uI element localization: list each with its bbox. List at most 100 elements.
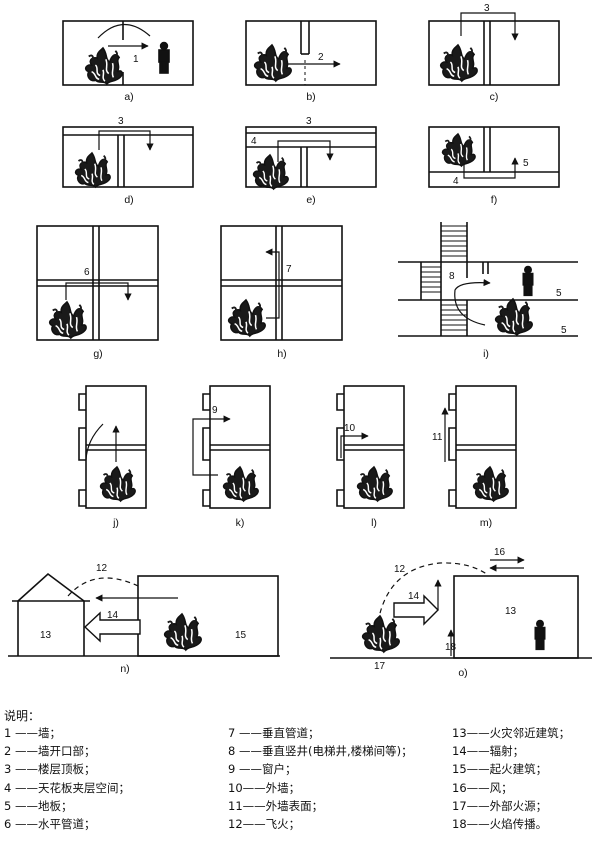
panel-h	[220, 225, 343, 341]
callout-3: 3	[118, 116, 124, 127]
legend-column-1: 1 ——墙； 2 ——墙开口部； 3 ——楼层顶板； 4 ——天花板夹层空间； …	[4, 724, 204, 833]
callout-12: 12	[394, 564, 406, 575]
panel-b	[245, 20, 377, 86]
callout-9: 9	[212, 405, 218, 416]
panel-label-h: h)	[277, 348, 286, 360]
callout-3: 3	[306, 116, 312, 127]
callout-13: 13	[505, 606, 517, 617]
panel-label-a: a)	[124, 91, 133, 103]
panel-a	[62, 20, 194, 86]
panel-m	[441, 385, 517, 509]
flame-icon	[252, 153, 290, 191]
flame-icon	[74, 151, 112, 189]
callout-14: 14	[408, 591, 420, 602]
legend-item: 11——外墙表面；	[228, 798, 324, 813]
callout-8: 8	[449, 271, 455, 282]
legend-item: 7 ——垂直管道；	[228, 726, 320, 740]
stair-icon	[441, 304, 467, 331]
legend-item: 12——飞火；	[228, 816, 301, 831]
callout-4: 4	[453, 176, 459, 187]
flame-icon	[48, 301, 88, 339]
panel-o	[330, 556, 592, 659]
callout-6: 6	[84, 267, 90, 278]
callout-15: 15	[235, 630, 247, 641]
legend-item: 17——外部火源；	[452, 798, 548, 813]
panel-label-j: j)	[112, 517, 119, 529]
person-icon	[522, 265, 534, 297]
legend-item: 9 ——窗户；	[228, 762, 297, 777]
person-icon	[534, 619, 546, 651]
panel-label-b: b)	[306, 91, 315, 103]
flame-icon	[253, 44, 293, 83]
legend-item: 15——起火建筑；	[452, 762, 548, 777]
legend-column-3: 13——火灾邻近建筑； 14——辐射； 15——起火建筑； 16——风； 17—…	[452, 724, 600, 833]
legend-item: 5 ——地板；	[4, 798, 73, 813]
callout-14: 14	[107, 610, 119, 621]
panel-c	[428, 12, 560, 86]
panel-g	[36, 225, 159, 341]
callout-5: 5	[523, 158, 529, 169]
panel-label-e: e)	[306, 194, 315, 206]
legend-item: 6 ——水平管道；	[4, 816, 96, 831]
callout-5: 5	[561, 325, 567, 336]
flame-icon	[163, 613, 203, 651]
callout-12: 12	[96, 563, 108, 574]
flame-icon	[441, 133, 476, 167]
callout-2: 2	[318, 52, 324, 63]
panel-label-o: o)	[458, 667, 467, 679]
panel-label-f: f)	[491, 194, 497, 206]
callout-18: 18	[445, 642, 457, 653]
callout-4: 4	[251, 136, 257, 147]
legend-item: 16——风；	[452, 780, 513, 795]
panel-label-l: l)	[371, 517, 377, 529]
flame-icon	[439, 44, 479, 83]
panel-f	[428, 126, 560, 188]
legend-item: 2 ——墙开口部；	[4, 744, 96, 759]
panel-label-m: m)	[480, 517, 492, 529]
legend-item: 3 ——楼层顶板；	[4, 762, 96, 777]
panel-label-d: d)	[124, 194, 133, 206]
panel-n	[8, 572, 280, 657]
panel-label-g: g)	[93, 348, 102, 360]
panel-j	[78, 385, 147, 509]
person-icon	[158, 41, 170, 74]
panel-l	[336, 385, 405, 509]
legend-item: 14——辐射；	[452, 744, 525, 759]
callout-1: 1	[133, 54, 139, 65]
legend-item: 4 ——天花板夹层空间；	[4, 780, 130, 795]
legend-column-2: 7 ——垂直管道； 8 ——垂直竖井(电梯井,楼梯间等)； 9 ——窗户； 10…	[228, 724, 428, 833]
panel-d	[62, 126, 194, 189]
panel-e	[245, 126, 377, 191]
flame-icon	[99, 465, 137, 503]
callout-17: 17	[374, 661, 386, 672]
legend-item: 8 ——垂直竖井(电梯井,楼梯间等)；	[228, 744, 413, 759]
legend-item: 13——火灾邻近建筑；	[452, 726, 571, 740]
flame-icon	[84, 47, 124, 86]
flame-icon	[227, 299, 267, 337]
legend-item: 18——火焰传播。	[452, 816, 548, 831]
stair-icon	[421, 266, 441, 293]
flame-icon	[472, 465, 510, 503]
callout-16: 16	[494, 547, 506, 558]
legend-title: 说明：	[4, 709, 41, 723]
flame-icon	[356, 465, 394, 503]
panel-k	[192, 385, 271, 509]
flame-icon	[361, 615, 401, 653]
panel-label-c: c)	[490, 91, 499, 103]
panel-label-i: i)	[483, 348, 489, 360]
callout-7: 7	[286, 264, 292, 275]
callout-5: 5	[556, 288, 562, 299]
panel-i	[398, 222, 578, 337]
legend-item: 10——外墙；	[228, 780, 301, 795]
stair-icon	[441, 225, 467, 257]
flame-icon	[494, 298, 534, 336]
flame-icon	[222, 465, 260, 503]
legend-item: 1 ——墙；	[4, 726, 61, 740]
callout-13: 13	[40, 630, 52, 641]
callout-11: 11	[432, 432, 443, 443]
callout-3: 3	[484, 3, 490, 14]
panel-label-k: k)	[236, 517, 245, 529]
callout-10: 10	[344, 423, 356, 434]
panel-label-n: n)	[120, 663, 129, 675]
